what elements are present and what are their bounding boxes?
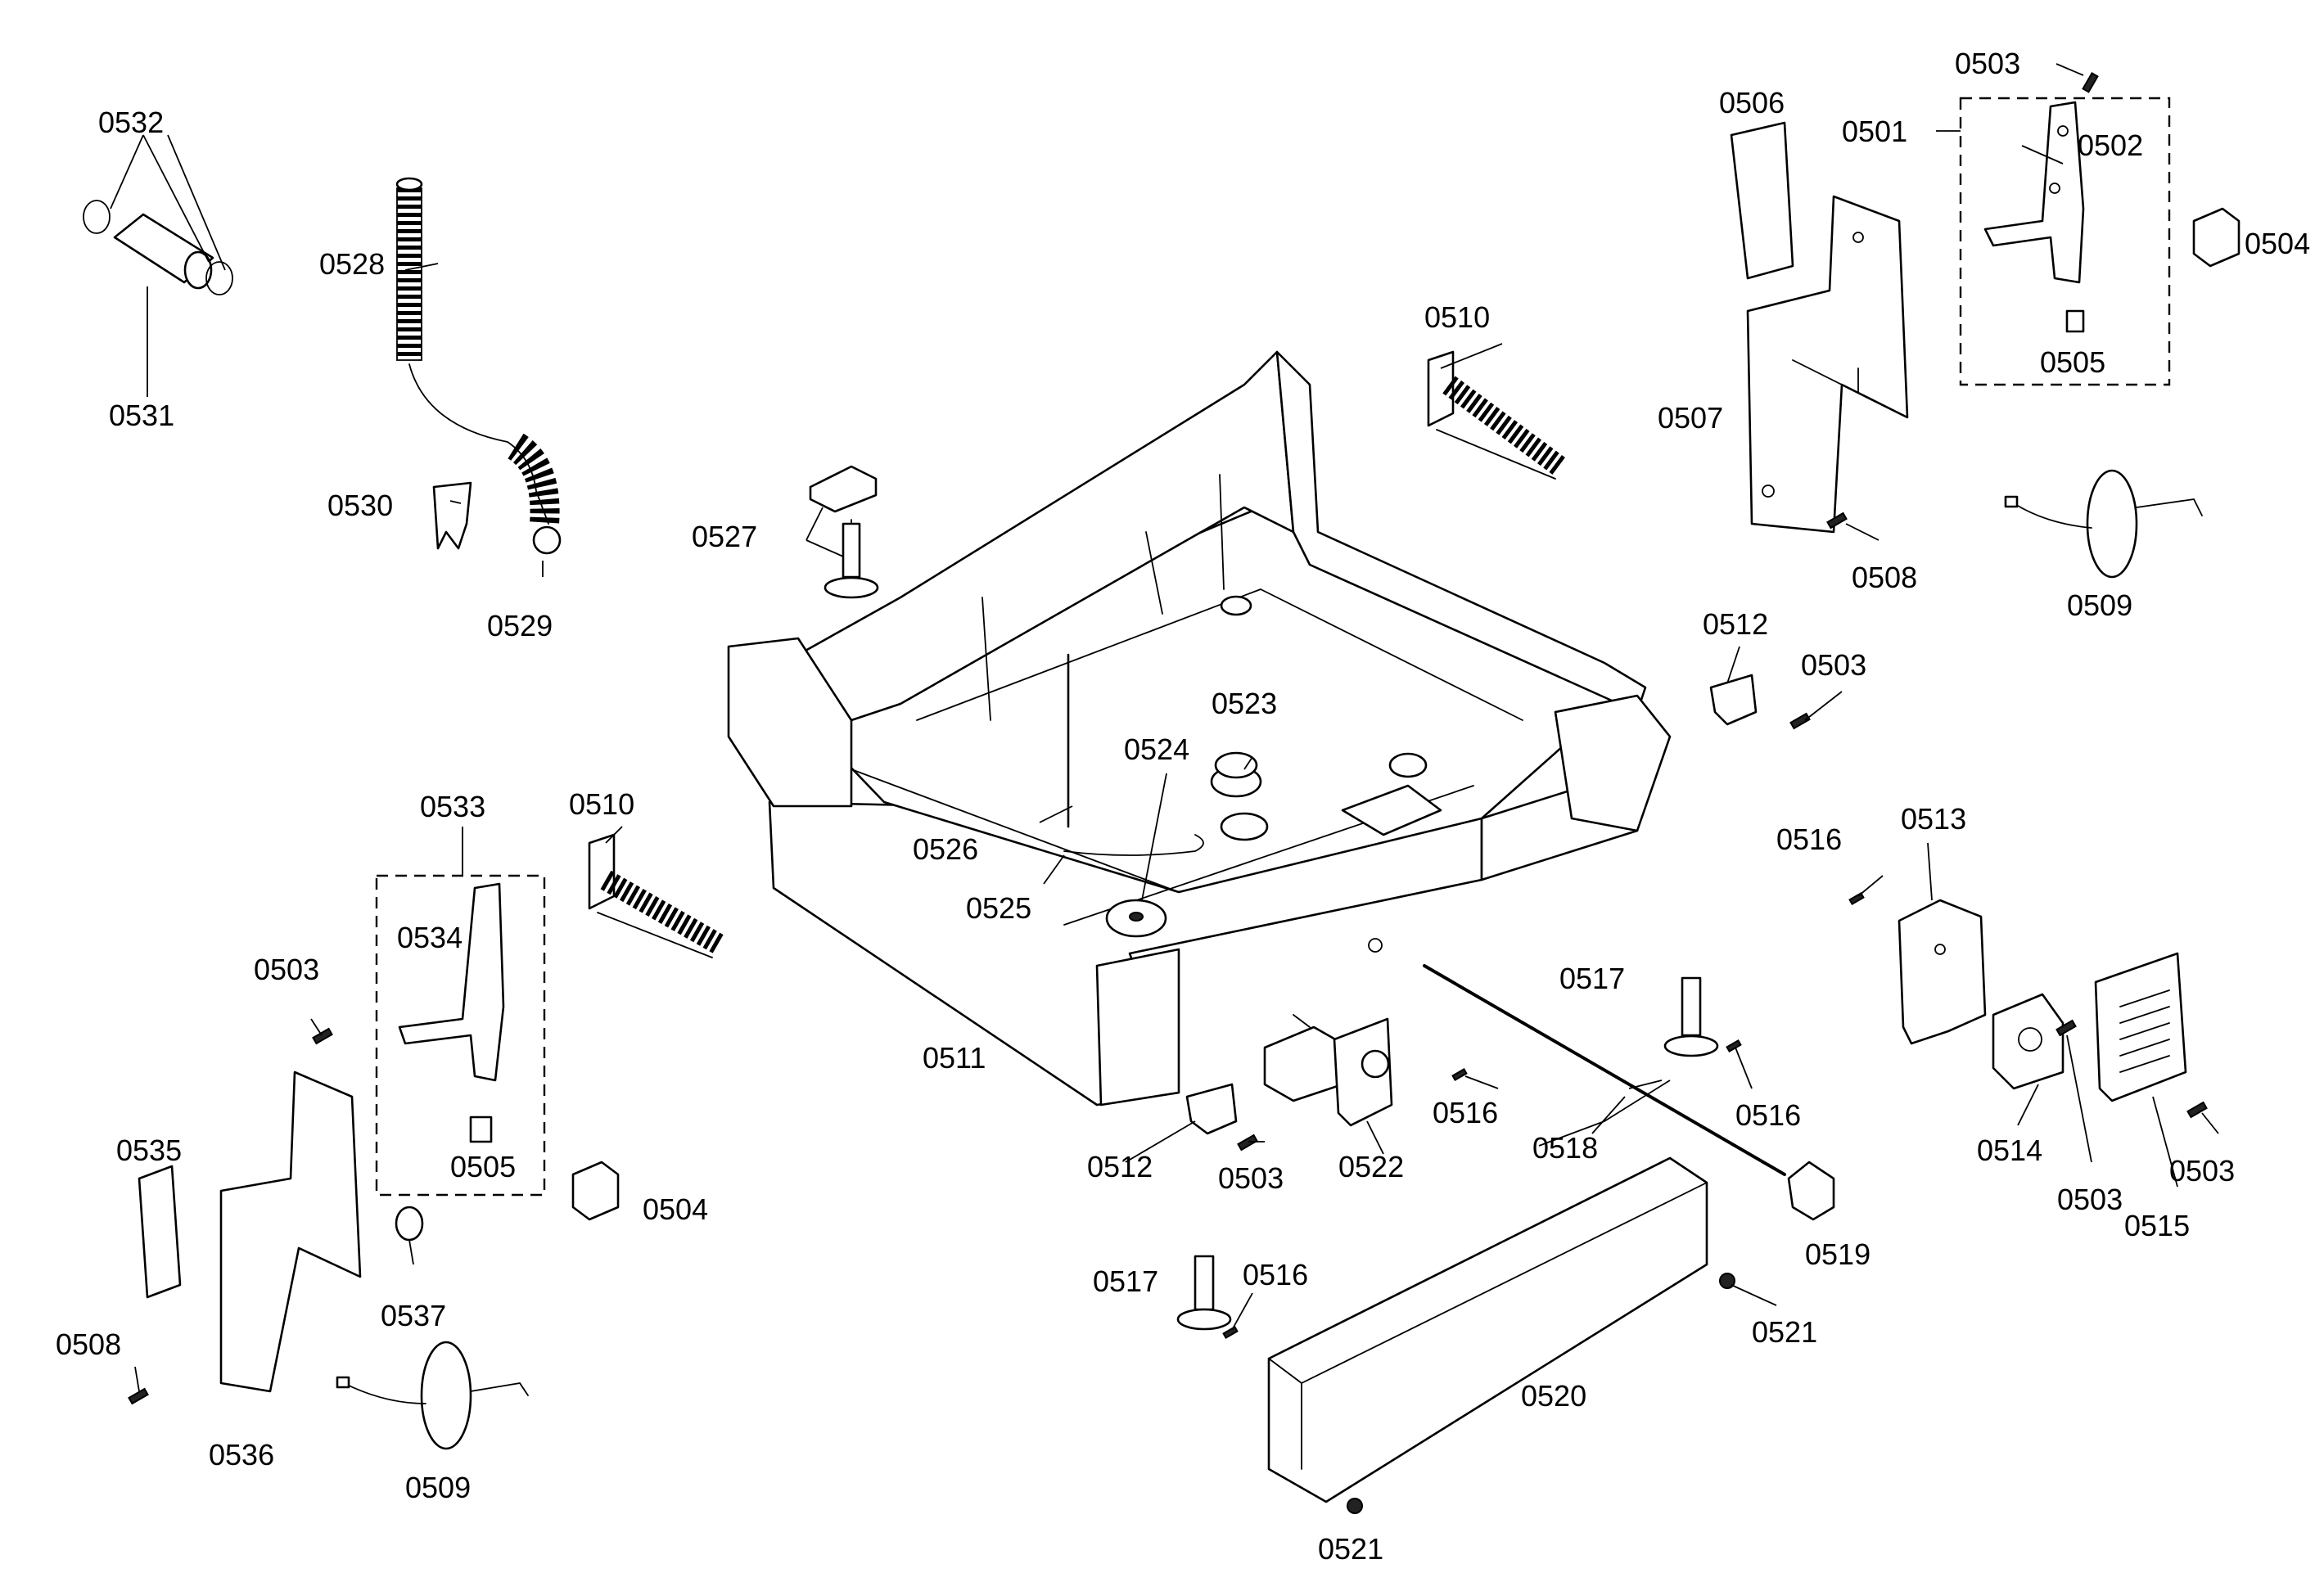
label-0518: 0518	[1532, 1131, 1598, 1165]
label-0509: 0509	[405, 1471, 471, 1504]
label-0521: 0521	[1752, 1315, 1817, 1349]
label-0527: 0527	[692, 520, 757, 553]
label-0528: 0528	[319, 247, 385, 281]
label-0504: 0504	[643, 1192, 708, 1226]
label-0515: 0515	[2124, 1209, 2190, 1242]
label-0505: 0505	[2040, 345, 2105, 379]
rod-part-0518	[1423, 964, 1786, 1176]
sleeve-clamps-part	[83, 200, 233, 295]
label-0511: 0511	[923, 1041, 986, 1075]
label-0510: 0510	[1424, 300, 1490, 334]
clip-part-0504-left	[571, 1161, 620, 1221]
label-0536: 0536	[209, 1438, 274, 1472]
label-0503: 0503	[2169, 1154, 2235, 1188]
label-0535: 0535	[116, 1134, 182, 1167]
knob-part-0537	[395, 1206, 424, 1242]
label-0513: 0513	[1901, 802, 1966, 836]
leader-lines	[110, 63, 2219, 1392]
foot-screw-part-0527	[809, 465, 879, 599]
label-0501: 0501	[1842, 115, 1907, 148]
drain-hose-part	[395, 177, 562, 555]
hinge-bracket-part-0536	[219, 1070, 362, 1393]
label-0525: 0525	[966, 891, 1031, 925]
panel-part-0515	[2094, 952, 2187, 1102]
label-0522: 0522	[1338, 1150, 1404, 1183]
label-0516: 0516	[1776, 823, 1842, 856]
label-0516: 0516	[1735, 1098, 1801, 1132]
label-0516: 0516	[1433, 1096, 1498, 1129]
label-0517: 0517	[1093, 1264, 1158, 1298]
label-0529: 0529	[487, 609, 553, 642]
label-0517: 0517	[1559, 962, 1625, 995]
cover-part-0513	[1898, 899, 1987, 1045]
assembly-box-0501	[1959, 97, 2171, 386]
hinge-lever-part-0502	[1983, 101, 2085, 333]
foot-part-0517-a	[1663, 976, 1719, 1057]
label-0508: 0508	[1852, 561, 1917, 594]
label-0534: 0534	[397, 921, 463, 954]
label-0523: 0523	[1212, 687, 1277, 720]
label-0503: 0503	[1218, 1161, 1284, 1195]
label-0516: 0516	[1243, 1258, 1308, 1291]
label-0507: 0507	[1658, 401, 1723, 435]
spring-part-0510-top	[1427, 350, 1566, 480]
label-0503: 0503	[254, 953, 319, 986]
label-0531: 0531	[109, 399, 174, 432]
label-0530: 0530	[327, 489, 393, 522]
label-0508: 0508	[56, 1327, 121, 1361]
label-0503: 0503	[1801, 648, 1866, 682]
label-0520: 0520	[1521, 1379, 1586, 1413]
kick-plate-part-0520	[1267, 1156, 1708, 1503]
hinge-lever-part-0534	[398, 882, 505, 1143]
label-0533: 0533	[420, 790, 485, 823]
label-0503: 0503	[1955, 47, 2020, 80]
motor-part-0509-left	[336, 1341, 529, 1450]
label-0526: 0526	[913, 832, 978, 866]
label-0503: 0503	[2057, 1183, 2123, 1216]
label-0504: 0504	[2245, 227, 2310, 260]
bracket-part-0512-right	[1709, 674, 1758, 726]
foot-part-0517-b	[1176, 1255, 1232, 1331]
label-0537: 0537	[381, 1299, 446, 1332]
label-0524: 0524	[1124, 732, 1189, 766]
valve-part-0522	[1263, 1014, 1393, 1127]
clip-part-0504-top	[2192, 207, 2241, 268]
label-0512: 0512	[1087, 1150, 1153, 1183]
label-0506: 0506	[1719, 86, 1785, 119]
label-0514: 0514	[1977, 1134, 2042, 1167]
knob-part-0519	[1787, 1161, 1835, 1221]
label-0502: 0502	[2078, 128, 2143, 162]
plate-part-0514	[1992, 993, 2065, 1090]
bracket-part-0512-front	[1185, 1083, 1238, 1135]
spring-part-0510-left	[588, 833, 726, 958]
label-0512: 0512	[1703, 607, 1768, 641]
part-labels: 0503 0501 0502 0506 0504 0505 0507 0508 …	[56, 47, 2310, 1566]
label-0510: 0510	[569, 787, 634, 821]
cap-part-0535	[138, 1165, 182, 1299]
motor-part-0509-top	[2004, 469, 2203, 579]
label-0532: 0532	[98, 106, 164, 139]
label-0505: 0505	[450, 1150, 516, 1183]
hinge-bracket-part-0507	[1730, 121, 1909, 534]
label-0509: 0509	[2067, 588, 2132, 622]
label-0519: 0519	[1805, 1237, 1870, 1271]
base-tub-part	[727, 350, 1672, 1107]
assembly-box-0533	[375, 874, 546, 1197]
label-0521: 0521	[1318, 1532, 1383, 1566]
